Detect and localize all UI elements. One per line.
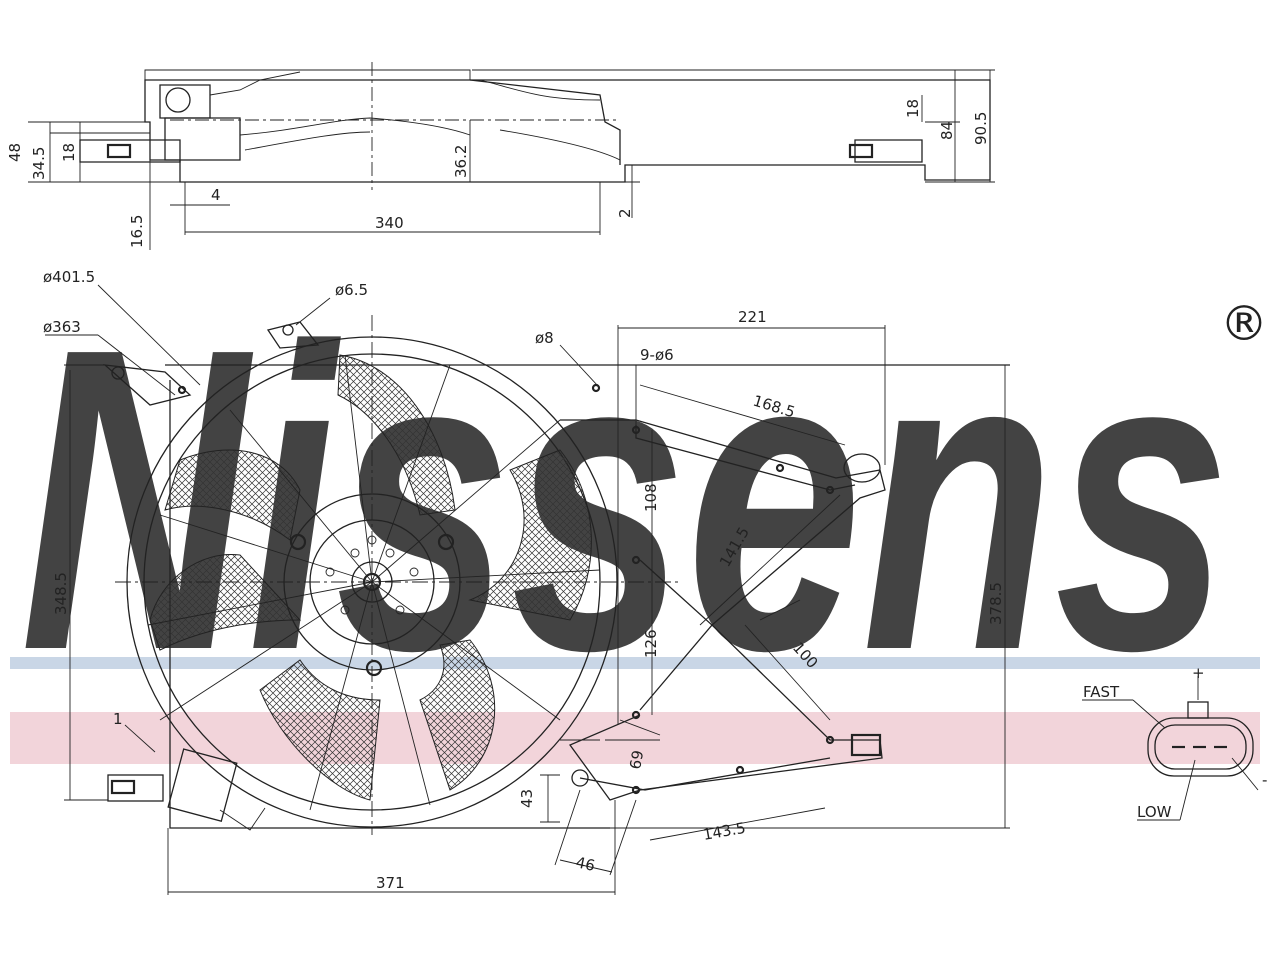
- dim-108: 108: [642, 483, 660, 512]
- side-view: 48 34.5 18 16.5 4 340 36.2 2 18 84 90.5: [6, 62, 995, 250]
- watermark-band-pink: [10, 712, 1260, 764]
- dim-143-5: 143.5: [702, 819, 747, 844]
- dim-4: 4: [211, 186, 221, 204]
- dim-90-5: 90.5: [972, 112, 990, 145]
- watermark-registered: ®: [1220, 296, 1268, 352]
- dim-dia-401-5: ø401.5: [43, 268, 95, 286]
- dim-dia-8: ø8: [535, 329, 554, 347]
- dim-18-left: 18: [60, 143, 78, 162]
- connector-fast-label: FAST: [1083, 683, 1120, 701]
- dim-18-right: 18: [904, 99, 922, 118]
- dim-dia-6-5: ø6.5: [335, 281, 368, 299]
- dim-371: 371: [376, 874, 405, 892]
- dim-48: 48: [6, 143, 24, 162]
- dim-84: 84: [938, 121, 956, 140]
- dim-holes: 9-ø6: [640, 346, 674, 364]
- dim-43: 43: [518, 789, 536, 808]
- watermark: Nissens ®: [10, 260, 1268, 764]
- dim-16-5: 16.5: [128, 215, 146, 248]
- connector-low-label: LOW: [1137, 803, 1172, 821]
- motor-connector: [167, 748, 238, 823]
- dim-126: 126: [642, 629, 660, 658]
- dim-1: 1: [113, 710, 123, 728]
- dim-34-5: 34.5: [30, 147, 48, 180]
- dim-69: 69: [626, 749, 647, 771]
- dim-378-5: 378.5: [987, 582, 1005, 625]
- dim-46: 46: [574, 853, 596, 875]
- dim-348-5: 348.5: [52, 572, 70, 615]
- connector-top-pin: +: [1192, 664, 1205, 682]
- connector-pinout: FAST LOW + -: [1082, 664, 1267, 821]
- dim-dia-363: ø363: [43, 318, 81, 336]
- watermark-band-blue: [10, 657, 1260, 669]
- dim-340: 340: [375, 214, 404, 232]
- dim-221: 221: [738, 308, 767, 326]
- dim-2: 2: [616, 208, 634, 218]
- front-view: ø401.5 ø363 ø6.5 ø8 9-ø6 221 168.5 108 1…: [43, 268, 1010, 895]
- dim-36-2: 36.2: [452, 145, 470, 178]
- connector-right-pin: -: [1262, 771, 1267, 789]
